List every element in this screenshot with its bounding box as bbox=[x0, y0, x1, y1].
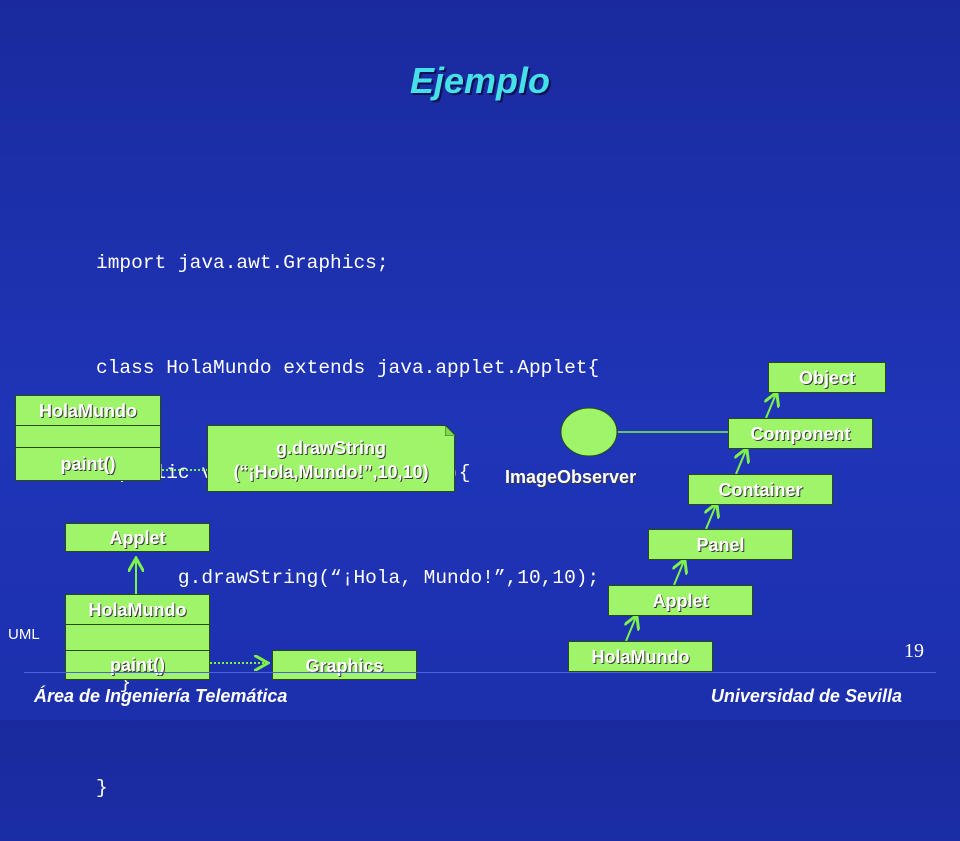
slide-title: Ejemplo bbox=[409, 60, 551, 101]
code-line: import java.awt.Graphics; bbox=[96, 252, 389, 274]
code-line: class HolaMundo extends java.applet.Appl… bbox=[96, 357, 600, 379]
hierarchy-box-holamundo: HolaMundo bbox=[568, 641, 713, 672]
diagram-connectors bbox=[0, 0, 960, 720]
code-line: g.drawString(“¡Hola, Mundo!”,10,10); bbox=[96, 567, 600, 589]
class-name: HolaMundo bbox=[16, 396, 160, 426]
class-box-applet: Applet bbox=[65, 523, 210, 552]
class-box-graphics: Graphics bbox=[272, 650, 417, 680]
footer-right-text: Universidad de Sevilla bbox=[710, 686, 902, 706]
class-method: paint() bbox=[110, 655, 165, 675]
footer-divider bbox=[24, 672, 936, 673]
footer-left-text: Área de Ingeniería Telemática bbox=[34, 686, 288, 706]
interface-label: ImageObserver bbox=[505, 467, 637, 487]
class-box-holamundo: HolaMundo paint() bbox=[15, 395, 161, 481]
hierarchy-box-panel: Panel bbox=[648, 529, 793, 560]
class-attributes bbox=[16, 426, 160, 448]
inherit-arrow-container-component bbox=[736, 450, 746, 475]
class-attributes bbox=[66, 625, 209, 651]
note-corner-fold-icon bbox=[445, 425, 456, 436]
hierarchy-box-component: Component bbox=[728, 418, 873, 449]
inherit-arrow-component-object bbox=[766, 394, 776, 419]
code-line: } bbox=[96, 777, 108, 799]
code-line: } bbox=[96, 672, 132, 694]
class-name: HolaMundo bbox=[66, 595, 209, 625]
code-note: g.drawString (“¡Hola,Mundo!”,10,10) bbox=[207, 425, 455, 492]
interface-circle bbox=[560, 407, 618, 457]
inherit-arrow-applet-panel bbox=[674, 561, 684, 586]
inherit-arrow-panel-container bbox=[706, 505, 716, 530]
page-number: 19 bbox=[904, 640, 924, 662]
hierarchy-box-object: Object bbox=[768, 362, 886, 393]
hierarchy-box-applet: Applet bbox=[608, 585, 753, 616]
note-line-2: (“¡Hola,Mundo!”,10,10) bbox=[233, 462, 429, 482]
class-method: paint() bbox=[60, 454, 116, 474]
note-line-1: g.drawString bbox=[275, 438, 386, 458]
class-box-holamundo-2: HolaMundo paint() bbox=[65, 594, 210, 680]
hierarchy-box-container: Container bbox=[688, 474, 833, 505]
inherit-arrow-holamundo-applet bbox=[626, 617, 636, 642]
uml-label: UML bbox=[8, 626, 40, 643]
